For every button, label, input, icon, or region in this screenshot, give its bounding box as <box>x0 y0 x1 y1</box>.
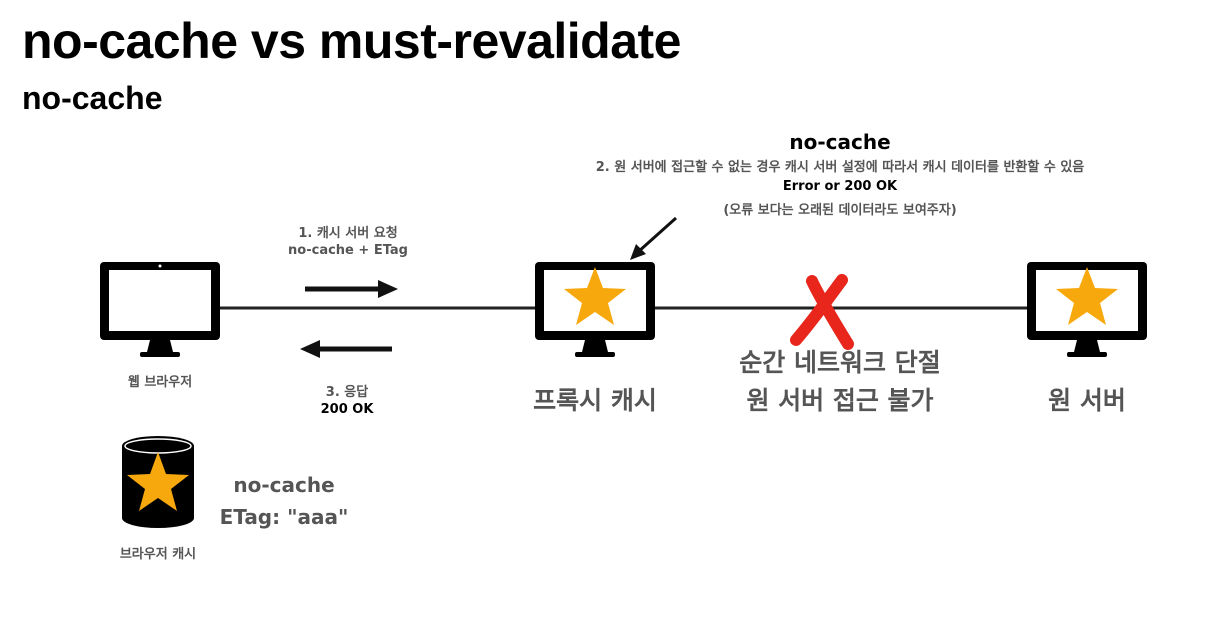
origin-label: 원 서버 <box>1048 386 1126 415</box>
network-failure-cross-icon <box>790 274 854 350</box>
origin-star-icon <box>1056 267 1118 325</box>
response-label-line2: 200 OK <box>320 402 374 417</box>
browser-monitor-icon <box>100 262 220 357</box>
note-line2: Error or 200 OK <box>782 179 898 194</box>
request-label-line2: no-cache + ETag <box>288 243 408 258</box>
response-arrow-icon <box>300 340 392 358</box>
origin-monitor-icon <box>1027 262 1147 357</box>
response-label-line1: 3. 응답 <box>325 385 369 400</box>
browser-cache-label: 브라우저 캐시 <box>119 547 197 562</box>
cache-info-line1: no-cache <box>233 473 335 497</box>
note-heading: no-cache <box>789 130 891 154</box>
request-label-line1: 1. 캐시 서버 요청 <box>298 226 398 241</box>
browser-label: 웹 브라우저 <box>127 375 193 390</box>
cache-star-icon <box>127 452 189 511</box>
note-line3: (오류 보다는 오래된 데이터라도 보여주자) <box>723 203 957 218</box>
proxy-star-icon <box>564 267 626 325</box>
page-subtitle: no-cache <box>22 80 163 116</box>
proxy-label: 프록시 캐시 <box>533 386 657 415</box>
network-failure-line2: 원 서버 접근 불가 <box>746 386 934 415</box>
page-title: no-cache vs must-revalidate <box>22 13 682 69</box>
browser-cache-cylinder-icon <box>122 436 194 528</box>
proxy-monitor-icon <box>535 262 655 357</box>
request-arrow-icon <box>305 280 398 298</box>
note-line1: 2. 원 서버에 접근할 수 없는 경우 캐시 서버 설정에 따라서 캐시 데이… <box>595 160 1085 175</box>
network-failure-line1: 순간 네트워크 단절 <box>739 348 941 377</box>
cache-info-line2: ETag: "aaa" <box>219 505 349 529</box>
pointer-arrow-icon <box>630 216 678 260</box>
